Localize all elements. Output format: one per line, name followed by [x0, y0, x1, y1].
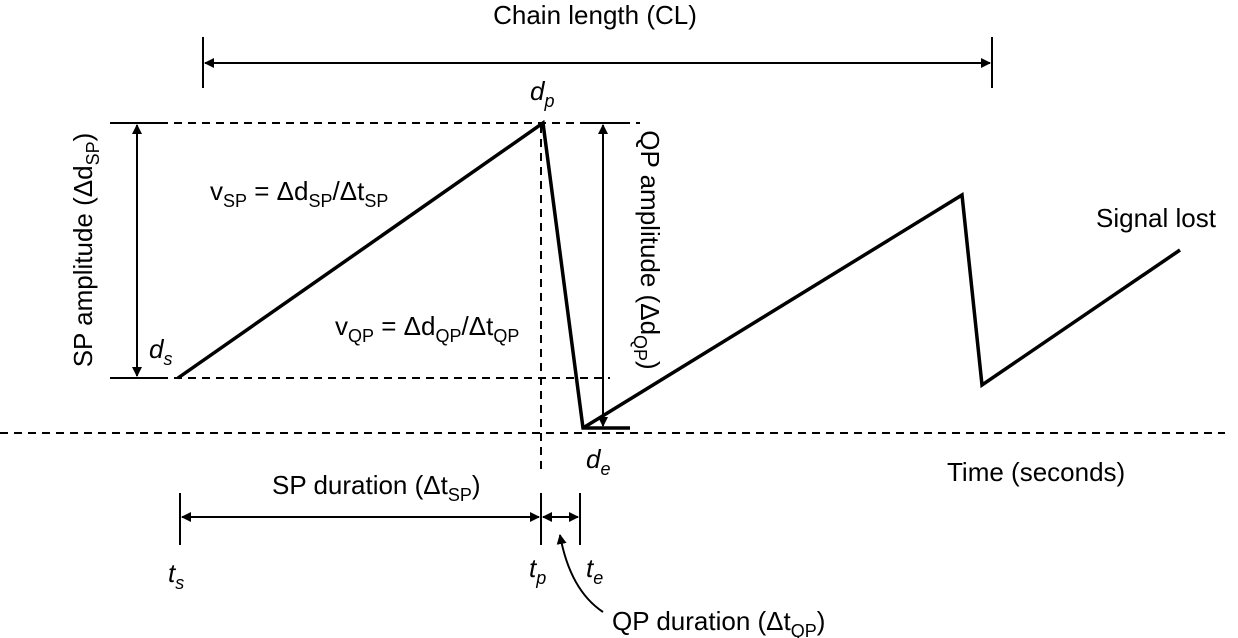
- sp-amplitude-label: SP amplitude (ΔdSP): [68, 133, 103, 368]
- v-sp-formula: vSP = ΔdSP/ΔtSP: [210, 176, 388, 211]
- chain-length-label: Chain length (CL): [493, 0, 697, 30]
- point-ts-label: ts: [168, 558, 184, 593]
- qp-amplitude-dimension: [580, 122, 625, 427]
- sp-duration-dimension: [179, 493, 542, 545]
- qp-duration-label: QP duration (ΔtQP): [612, 606, 825, 638]
- qp-duration-leader: [556, 534, 604, 613]
- point-dp-label: dp: [530, 76, 554, 111]
- qp-duration-dimension: [542, 493, 604, 613]
- qp-amplitude-label: QP amplitude (ΔdQP): [630, 130, 665, 369]
- v-qp-formula: vQP = ΔdQP/ΔtQP: [335, 311, 519, 346]
- signal-trace: [176, 119, 630, 430]
- point-ds-label: ds: [149, 334, 172, 369]
- sp-duration-label: SP duration (ΔtSP): [272, 470, 481, 505]
- signal-lost-label: Signal lost: [1096, 203, 1217, 233]
- chain-length-dimension: [202, 37, 993, 88]
- dashed-reference-lines: [0, 122, 1225, 470]
- point-de-label: de: [586, 444, 610, 479]
- signal-trace-second-cycle: [582, 192, 1181, 430]
- sp-amplitude-dimension: [110, 122, 160, 379]
- point-te-label: te: [586, 553, 603, 588]
- time-axis-label: Time (seconds): [947, 457, 1125, 487]
- point-tp-label: tp: [529, 553, 546, 588]
